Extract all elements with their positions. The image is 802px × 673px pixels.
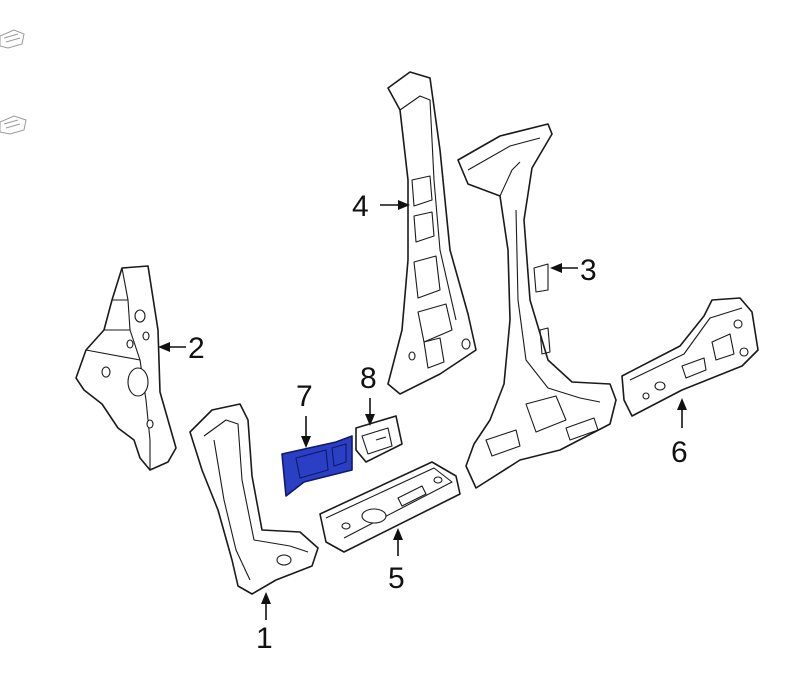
part-2-shape [75, 265, 177, 471]
part-4-shape [387, 71, 477, 395]
part-1-shape [189, 403, 319, 595]
thumbnail-fragment-top [0, 29, 25, 49]
part-3-shape [457, 123, 617, 489]
callout-2: 2 [188, 332, 205, 365]
leader-8 [365, 398, 375, 426]
part-7-shape [281, 435, 353, 497]
leader-6 [677, 398, 687, 428]
leader-7 [301, 416, 311, 448]
callout-4: 4 [352, 190, 369, 223]
thumbnail-fragment-bottom [0, 115, 27, 135]
leader-2 [158, 342, 186, 352]
leader-4 [380, 200, 410, 210]
leader-1 [261, 592, 271, 620]
callout-6: 6 [671, 436, 688, 469]
callout-5: 5 [388, 562, 405, 595]
leader-5 [393, 528, 403, 556]
callout-3: 3 [580, 254, 597, 287]
part-5-shape [319, 461, 461, 553]
callout-7: 7 [296, 380, 313, 413]
part-8-shape [355, 415, 403, 463]
callout-8: 8 [360, 362, 377, 395]
part-6-shape [621, 297, 759, 417]
callout-1: 1 [256, 622, 273, 655]
leader-3 [550, 263, 578, 273]
